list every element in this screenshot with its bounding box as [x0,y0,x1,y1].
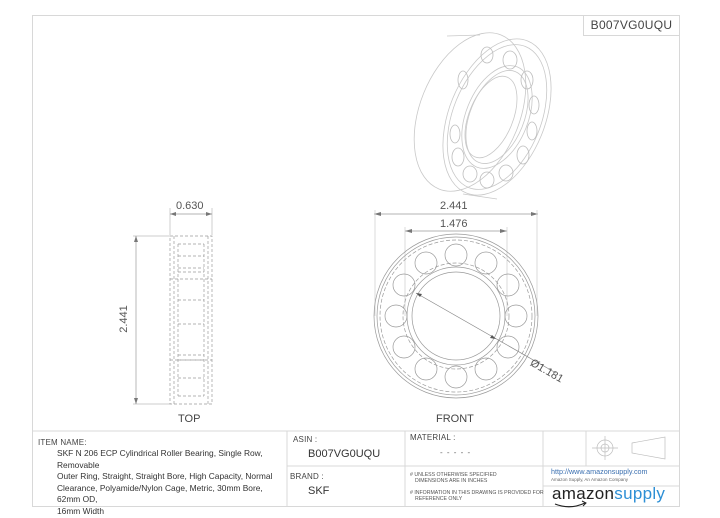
item-name-line: SKF N 206 ECP Cylindrical Roller Bearing… [57,448,263,470]
note-units: # UNLESS OTHERWISE SPECIFIED DIMENSIONS … [410,472,497,485]
brand-value: SKF [308,485,330,497]
title-block-lines [32,430,680,507]
item-name-label: ITEM NAME: [38,438,87,447]
isometric-view [413,32,552,200]
top-width-dimension: 0.630 [176,200,204,212]
asin-tag: B007VG0UQU [583,15,680,36]
company-tagline: Amazon Supply, An Amazon Company [551,477,628,482]
company-url-link[interactable]: http://www.amazonsupply.com [551,467,648,476]
top-view-label: TOP [178,413,201,425]
front-view-label: FRONT [436,413,474,425]
note-reference: # INFORMATION IN THIS DRAWING IS PROVIDE… [410,490,544,503]
asin-value: B007VG0UQU [308,448,381,460]
item-name-line: 16mm Width [57,505,105,516]
front-view [373,210,557,399]
amazonsupply-logo: amazonsupply [552,484,666,503]
front-outer-dimension: 2.441 [440,200,468,212]
item-name-line: Outer Ring, Straight, Straight Bore, Hig… [57,471,273,482]
material-label: MATERIAL : [410,433,456,442]
top-height-dimension: 2.441 [117,305,130,333]
material-value: - - - - - [440,448,472,457]
item-name-value: SKF N 206 ECP Cylindrical Roller Bearing… [57,448,287,518]
item-name-line: Clearance, Polyamide/Nylon Cage, Metric,… [57,482,263,505]
front-roller-dimension: 1.476 [440,218,468,230]
top-view [133,208,213,405]
asin-label: ASIN : [293,435,318,444]
brand-label: BRAND : [290,472,324,481]
projection-symbol-icon [592,436,666,460]
drawing-frame [32,15,680,507]
